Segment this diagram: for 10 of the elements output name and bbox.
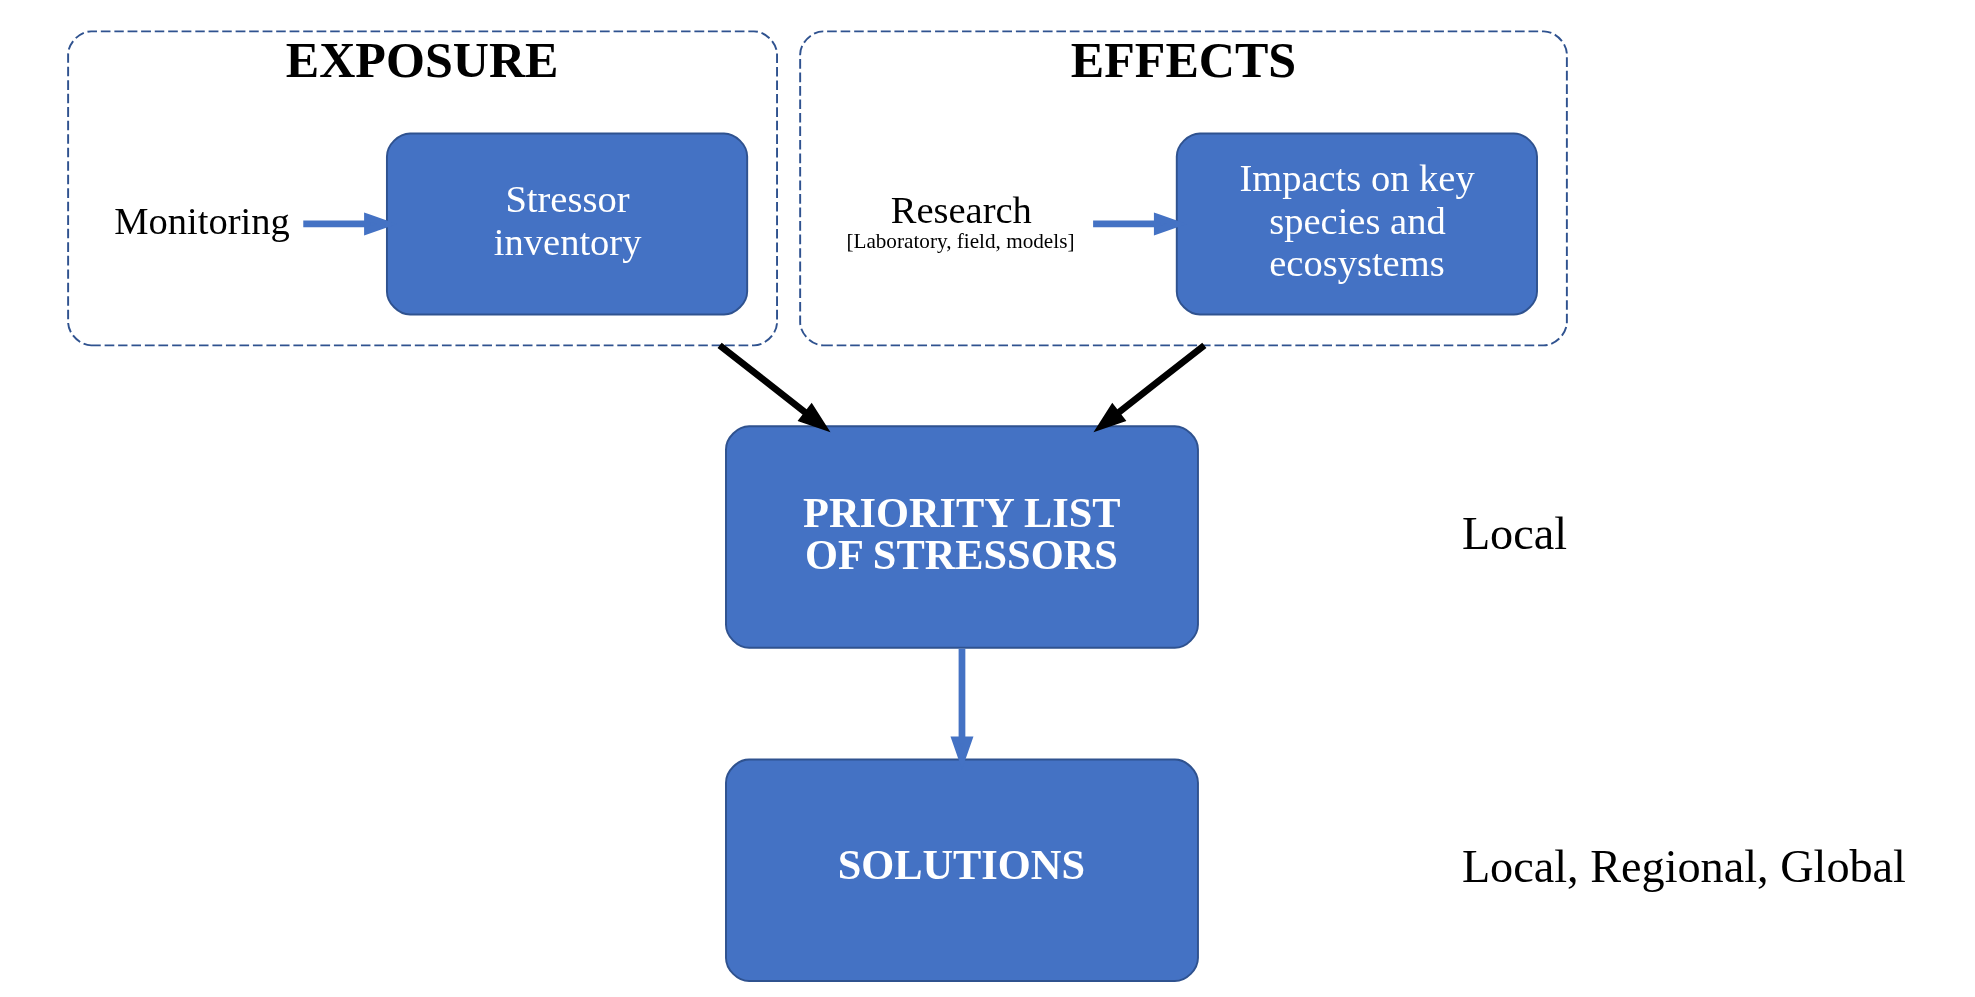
arrow <box>1093 342 1207 433</box>
label: Local <box>1461 507 1568 559</box>
label: Local, Regional, Global <box>1461 841 1906 893</box>
node-box: SOLUTIONS <box>725 758 1199 983</box>
arrow <box>717 342 831 433</box>
node-text: Monitoring <box>114 199 290 242</box>
node-box: Stressor inventory <box>385 132 749 316</box>
node-box: PRIORITY LIST OF STRESSORS <box>725 425 1199 649</box>
node-box: Impacts on key species and ecosystems <box>1175 132 1538 316</box>
node-text: Research [Laboratory, field, models] <box>846 189 1075 253</box>
